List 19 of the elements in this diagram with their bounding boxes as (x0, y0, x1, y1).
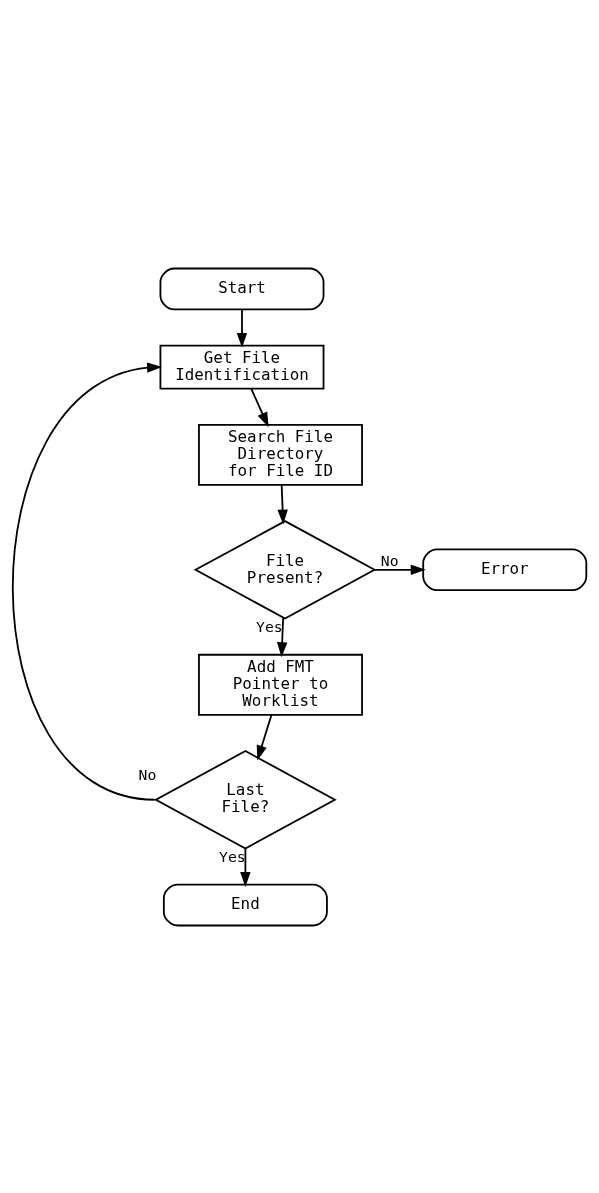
arrow (256, 713, 273, 760)
arrow (250, 387, 269, 427)
node-box: Start (159, 267, 325, 310)
node-box: Get File Identification (159, 344, 325, 389)
node-box: End (162, 883, 328, 926)
edge-label: Yes (219, 847, 246, 865)
arrow (11, 361, 163, 801)
edge-label: Yes (256, 617, 283, 635)
edge-label: No (138, 765, 157, 783)
edge-label: No (380, 551, 399, 569)
arrow (276, 616, 288, 657)
node-box: Search File Directory for File ID (198, 423, 363, 486)
arrow (277, 483, 288, 525)
node-diamond: File Present? (193, 519, 377, 620)
arrow (236, 308, 248, 348)
arrow (240, 847, 251, 887)
node-box: Add FMT Pointer to Worklist (198, 653, 363, 716)
node-box: Error (422, 548, 588, 591)
arrow (373, 564, 426, 575)
